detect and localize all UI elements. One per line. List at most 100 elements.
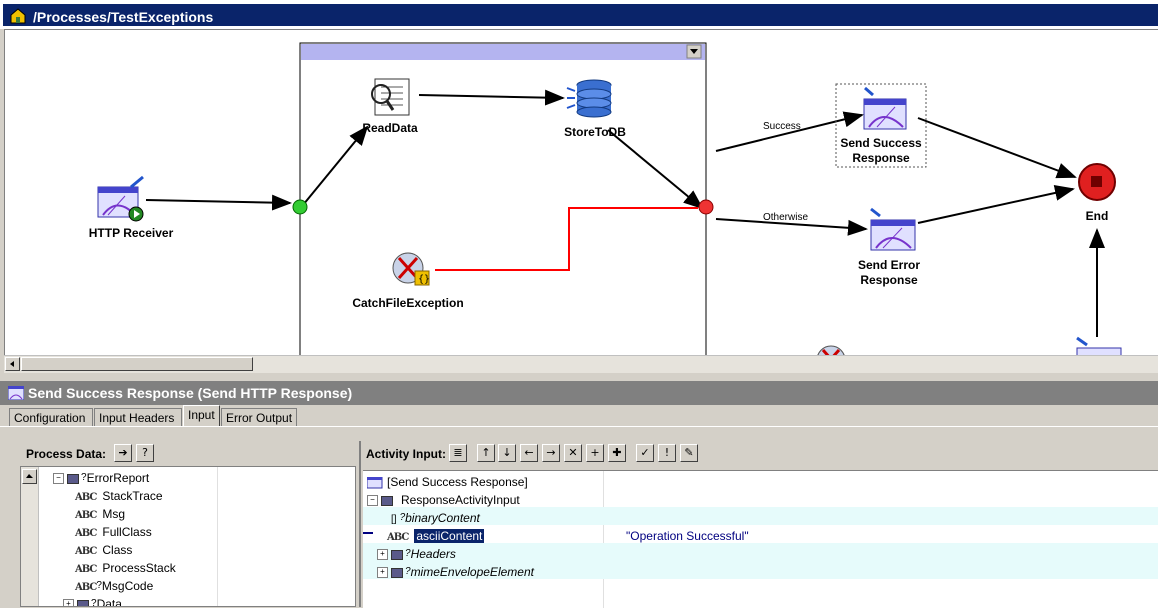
show-errors-button[interactable]: ! — [658, 444, 676, 462]
catch-exception-label[interactable]: CatchFileException — [352, 296, 464, 310]
window-title: /Processes/TestExceptions — [33, 9, 214, 25]
send-error-label-line1[interactable]: Send Error — [857, 258, 920, 272]
group-start-dot[interactable] — [292, 199, 308, 215]
transition-start[interactable] — [145, 194, 292, 211]
storetodb-label[interactable]: StoreToDB — [564, 125, 626, 139]
activity-input-tree[interactable]: [Send Success Response] −ResponseActivit… — [363, 470, 1158, 608]
expand-icon[interactable]: + — [377, 567, 388, 579]
tab-divider — [0, 426, 1158, 427]
end-label[interactable]: End — [1085, 209, 1109, 223]
input-row-binarycontent[interactable]: []?binaryContent — [391, 511, 480, 525]
panel-splitter[interactable] — [359, 441, 361, 607]
validate-button[interactable]: ✓ — [636, 444, 654, 462]
tab-error-output[interactable]: Error Output — [221, 408, 297, 426]
send-success-label-line1[interactable]: Send Success — [840, 136, 922, 150]
asciicontent-value-field[interactable]: "Operation Successful" — [626, 529, 749, 543]
arrow-right-icon: → — [546, 446, 556, 459]
pencil-icon: ✎ — [684, 446, 694, 459]
storetodb-icon[interactable] — [566, 79, 612, 118]
process-canvas[interactable]: {} — [4, 29, 1158, 356]
send-error-response-icon[interactable] — [870, 207, 916, 251]
selection-outline — [835, 83, 927, 168]
http-receiver-icon[interactable] — [97, 175, 144, 222]
scroll-thumb[interactable] — [21, 357, 253, 371]
expand-icon[interactable]: + — [63, 599, 74, 606]
success-transition-label[interactable]: Success — [763, 121, 801, 132]
tree-vertical-scrollbar[interactable] — [21, 467, 39, 606]
checkmark-icon: ✓ — [640, 446, 650, 459]
canvas-horizontal-scrollbar[interactable] — [4, 355, 1158, 373]
partial-response-icon[interactable] — [1076, 336, 1122, 356]
map-button[interactable]: ➔ — [114, 444, 132, 462]
add-button[interactable]: + — [586, 444, 604, 462]
tree-row-msgcode[interactable]: ABC?MsgCode — [75, 577, 153, 595]
readdata-icon[interactable] — [371, 78, 410, 116]
transition-otherwise[interactable] — [715, 218, 868, 236]
activity-input-label: Activity Input: — [366, 447, 446, 461]
move-down-button[interactable]: ↓ — [498, 444, 516, 462]
add-child-button[interactable]: ✚ — [608, 444, 626, 462]
transition-to-readdata[interactable] — [302, 125, 369, 206]
help-icon: ? — [142, 446, 148, 459]
tab-configuration[interactable]: Configuration — [9, 408, 93, 426]
tab-input-headers[interactable]: Input Headers — [94, 408, 182, 426]
svg-text:{}: {} — [418, 274, 430, 285]
tree-row-data[interactable]: +?Data — [63, 595, 122, 606]
arrow-up-icon: ↑ — [481, 446, 491, 459]
scroll-left-button[interactable] — [5, 357, 20, 371]
expand-icon[interactable]: + — [377, 549, 388, 561]
transition-error-end[interactable] — [917, 185, 1075, 224]
arrow-left-icon: ← — [524, 446, 534, 459]
readdata-label[interactable]: ReadData — [362, 121, 418, 135]
complex-type-icon — [67, 473, 79, 484]
mapping-indicator — [363, 532, 373, 534]
move-up-button[interactable]: ↑ — [477, 444, 495, 462]
http-receiver-label[interactable]: HTTP Receiver — [88, 226, 174, 240]
end-icon[interactable] — [1078, 163, 1116, 201]
complex-type-icon — [391, 549, 403, 560]
delete-button[interactable]: ✕ — [564, 444, 582, 462]
transition-to-group-end[interactable] — [607, 129, 704, 210]
input-row-headers[interactable]: +?Headers — [377, 545, 456, 563]
group-end-dot[interactable] — [698, 199, 714, 215]
process-data-label: Process Data: — [26, 447, 107, 461]
send-success-response-icon[interactable] — [863, 86, 907, 130]
transition-success-end[interactable] — [917, 117, 1077, 179]
arrow-down-icon: ↓ — [502, 446, 512, 459]
input-row-root[interactable]: [Send Success Response] — [366, 473, 528, 491]
tab-input[interactable]: Input — [183, 405, 220, 427]
error-transition[interactable] — [435, 207, 698, 271]
delete-x-icon: ✕ — [568, 446, 578, 459]
collapse-icon[interactable]: − — [53, 473, 64, 485]
input-row-responseactivityinput[interactable]: −ResponseActivityInput — [367, 491, 520, 509]
column-divider — [217, 467, 218, 606]
move-right-button[interactable]: → — [542, 444, 560, 462]
collapse-icon[interactable]: − — [367, 495, 378, 507]
input-row-mimeenvelopeelement[interactable]: +?mimeEnvelopeElement — [377, 563, 534, 581]
scroll-up-button[interactable] — [22, 469, 37, 484]
partial-catch-icon[interactable] — [817, 345, 845, 356]
send-response-icon — [8, 386, 24, 400]
tree-row-errorreport[interactable]: −?ErrorReport — [53, 469, 149, 487]
send-error-label-line2[interactable]: Response — [860, 273, 918, 287]
edit-button[interactable]: ✎ — [680, 444, 698, 462]
process-icon — [10, 8, 26, 24]
plus-icon: + — [590, 446, 600, 459]
help-button[interactable]: ? — [136, 444, 154, 462]
list-icon: ≣ — [453, 446, 463, 459]
transition-to-storetodb[interactable] — [418, 89, 565, 106]
send-success-label-line2[interactable]: Response — [852, 151, 910, 165]
move-left-button[interactable]: ← — [520, 444, 538, 462]
transition-success[interactable] — [715, 111, 864, 152]
otherwise-transition-label[interactable]: Otherwise — [763, 212, 809, 223]
complex-type-icon — [381, 495, 393, 506]
show-types-button[interactable]: ≣ — [449, 444, 467, 462]
catch-exception-icon[interactable]: {} — [392, 252, 430, 286]
